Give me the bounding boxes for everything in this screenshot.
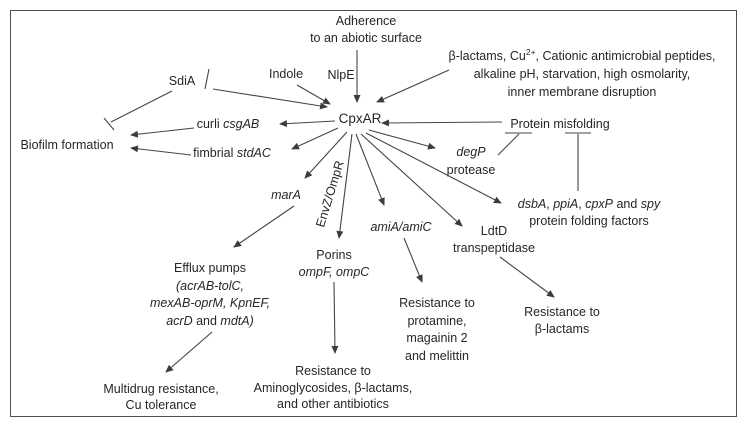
stressors-line1: β-lactams, Cu2+, Cationic antimicrobial … (449, 47, 716, 65)
resist-blactams-line2: β-lactams (534, 322, 590, 336)
arrow-cpxar-to-degp (368, 129, 436, 150)
node-fimbrial-stdac: fimbrial stdAC (193, 145, 271, 162)
efflux-line3: mexAB-oprM, KpnEF, (150, 296, 270, 310)
node-nlpe: NlpE (327, 68, 355, 82)
arrow-efflux-to-multidrug (165, 331, 213, 373)
resist-amino-line1: Resistance to (295, 364, 371, 378)
adherence-line2: to an abiotic surface (310, 31, 422, 45)
node-amia-amic: amiA/amiC (370, 220, 432, 234)
resist-blactams-line1: Resistance to (524, 305, 600, 319)
resist-protamine-line1: Resistance to (399, 296, 475, 310)
efflux-line4: acrD and mdtA) (150, 313, 270, 331)
sep2: , (578, 197, 586, 211)
resist-protamine-line3: magainin 2 (406, 331, 468, 345)
curli-prefix: curli (196, 117, 224, 131)
folding-factors-genes: dsbA, ppiA, cpxP and spy (518, 196, 661, 213)
node-degp-protease: degP protease (447, 143, 496, 179)
node-resistance-aminoglycosides: Resistance to Aminoglycosides, β-lactams… (254, 363, 413, 413)
multidrug-line1: Multidrug resistance, (103, 382, 219, 396)
resist-amino-line2: Aminoglycosides, β-lactams, (253, 380, 413, 395)
porins-genes: ompF, ompC (298, 265, 370, 279)
node-resistance-blactams: Resistance to β-lactams (524, 304, 600, 338)
node-protein-misfolding: Protein misfolding (510, 117, 610, 131)
arrow-stressors-to-cpxar (376, 69, 450, 103)
sdia-inhibition-bar (204, 68, 210, 90)
node-ldtd-transpeptidase: LdtD transpeptidase (453, 223, 535, 257)
node-multidrug-resistance: Multidrug resistance, Cu tolerance (103, 381, 218, 413)
diagram-border (10, 10, 737, 417)
arrow-cpxar-to-folding-factors (365, 132, 502, 204)
sep1: , (546, 197, 554, 211)
node-curli-csgab: curli csgAB (197, 116, 260, 133)
arrow-sdia-to-cpxar (212, 88, 328, 110)
biofilm-inhibition-bar (103, 117, 115, 131)
gene-acrd: acrD (166, 313, 193, 328)
arrow-curli-to-biofilm (130, 127, 195, 138)
node-porins: Porins ompF, ompC (299, 247, 370, 281)
degp-protease-label: protease (446, 163, 496, 177)
node-folding-factors: dsbA, ppiA, cpxP and spy protein folding… (518, 196, 661, 230)
node-stressors: β-lactams, Cu2+, Cationic antimicrobial … (449, 47, 716, 101)
and-word: and (612, 197, 641, 211)
arrow-mara-to-efflux (233, 205, 295, 248)
gene-spy: spy (640, 197, 661, 211)
gene-mdta: mdtA) (220, 313, 254, 328)
node-indole: Indole (268, 67, 304, 81)
stressors-line3: inner membrane disruption (507, 85, 657, 99)
stressors-line2: alkaline pH, starvation, high osmolarity… (473, 67, 691, 81)
gene-cpxp: cpxP (585, 197, 613, 211)
stressors-line1b: , Cationic antimicrobial peptides, (535, 49, 716, 63)
arrow-cpxar-to-fimbrial (291, 127, 339, 150)
arrow-indole-to-cpxar (296, 84, 331, 105)
fimbrial-prefix: fimbrial (193, 146, 237, 160)
line-misfolding-to-degp (497, 133, 520, 156)
ldtd-line2: transpeptidase (452, 241, 536, 255)
multidrug-line2: Cu tolerance (125, 398, 197, 412)
gene-ppia: ppiA (553, 197, 579, 211)
gene-dsba: dsbA (517, 197, 547, 211)
efflux-line2: (acrAB-tolC, (175, 278, 245, 293)
curli-gene: csgAB (223, 117, 260, 131)
node-mara: marA (271, 188, 301, 202)
efflux-line1: Efflux pumps (173, 261, 247, 275)
resist-protamine-line4: and melittin (405, 348, 469, 363)
node-efflux-pumps: Efflux pumps (acrAB-tolC, mexAB-oprM, Kp… (150, 260, 270, 330)
line-sdia-to-biofilm (110, 90, 173, 123)
node-sdia: SdiA (168, 74, 196, 88)
porins-line1: Porins (316, 248, 352, 262)
arrow-cpxar-to-mara (304, 131, 348, 179)
resist-amino-line3: and other antibiotics (277, 397, 389, 411)
arrow-misfolding-to-cpxar (381, 119, 503, 127)
node-biofilm-formation: Biofilm formation (20, 138, 114, 152)
arrow-fimbrial-to-biofilm (130, 145, 192, 156)
arrow-amia-to-resistance-protamine (403, 237, 423, 283)
and-word-2: and (192, 313, 221, 328)
ldtd-line1: LdtD (480, 224, 508, 238)
arrow-ldtd-to-resistance-blactams (499, 256, 555, 298)
arrow-cpxar-to-amia (355, 133, 385, 206)
resist-protamine-line2: protamine, (407, 313, 467, 328)
stressors-line1a: β-lactams, Cu (448, 49, 526, 63)
arrow-porins-to-resistance-amino (331, 281, 339, 354)
arrow-cpxar-to-porins (336, 133, 353, 239)
adherence-line1: Adherence (335, 14, 397, 28)
node-adherence: Adherence to an abiotic surface (310, 13, 422, 47)
node-resistance-protamine: Resistance to protamine, magainin 2 and … (399, 295, 475, 365)
stressors-superscript: 2+ (525, 46, 536, 57)
arrow-cpxar-to-ldtd (360, 133, 463, 227)
node-cpxar: CpxAR (338, 111, 382, 126)
arrow-cpxar-to-curli (279, 120, 336, 128)
folding-factors-caption: protein folding factors (529, 214, 649, 228)
fimbrial-gene: stdAC (236, 146, 271, 160)
degp-gene: degP (456, 145, 486, 159)
